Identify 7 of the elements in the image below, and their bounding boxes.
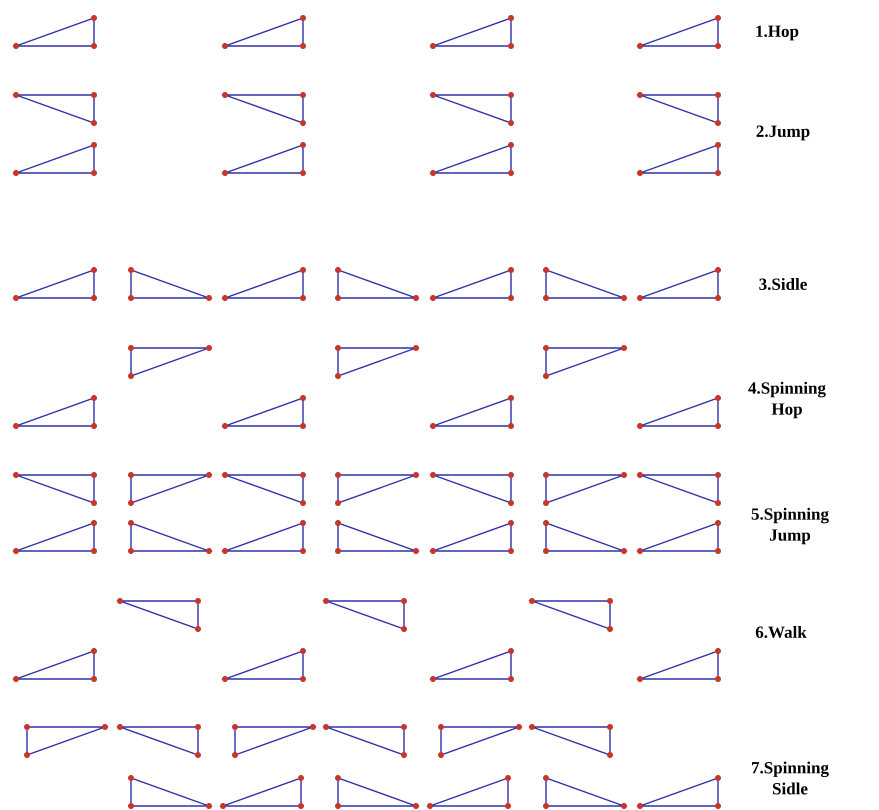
motion-label: 4.Spinning Hop	[748, 382, 826, 418]
motion-label: 1.Hop	[756, 26, 798, 40]
motion-label: 7.Spinning Sidle	[752, 762, 829, 794]
motion-label: 5.Spinning Jump	[752, 508, 829, 544]
motion-label: 6.Walk	[756, 626, 807, 638]
motion-label: 2.Jump	[756, 126, 810, 140]
motion-label: 3.Sidle	[759, 278, 807, 290]
